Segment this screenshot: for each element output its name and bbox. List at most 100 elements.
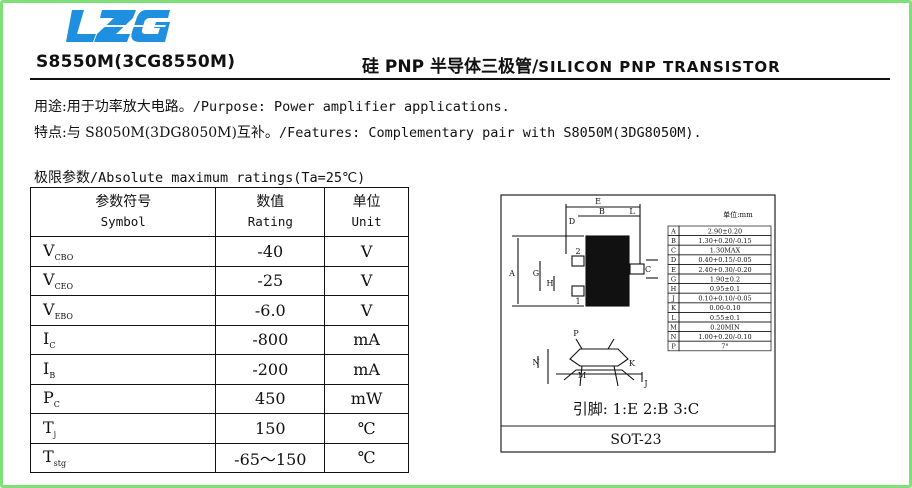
unit-label: 单位:mm	[723, 210, 753, 219]
dim-value: 1.30MAX	[710, 247, 741, 255]
dim-value: 0.40+0.15/-0.05	[698, 256, 751, 264]
features-label: 特点:与 S8050M(3DG8050M)互补。	[34, 125, 279, 141]
value-cell: -6.0	[215, 295, 326, 326]
features-line: 特点:与 S8050M(3DG8050M)互补。/Features: Compl…	[34, 122, 702, 142]
dim-label: K	[629, 359, 636, 368]
value-cell: 450	[215, 383, 326, 414]
symbol-cell: VCBO	[29, 236, 217, 267]
package-frame	[500, 194, 776, 453]
dim-key: H	[671, 285, 677, 293]
dim-value: 1.30+0.20/-0.15	[698, 237, 751, 245]
ratings-caption-en: /Absolute maximum ratings(Ta=25℃)	[90, 170, 366, 186]
unit-cell: mA	[324, 354, 409, 385]
dim-label: C	[645, 265, 651, 274]
ratings-caption-cn: 极限参数	[34, 170, 90, 186]
title-cn: 硅 PNP 半导体三极管/	[362, 57, 539, 77]
header-symbol-en: Symbol	[100, 214, 146, 229]
dim-value: 1.00+0.20/-0.10	[698, 333, 751, 341]
unit-cell: ℃	[324, 413, 409, 444]
header-unit-en: Unit	[351, 214, 382, 229]
ratings-header-row: 参数符号 Symbol 数值 Rating 单位 Unit	[29, 187, 409, 237]
pin-label: 2	[575, 247, 580, 256]
symbol-cell: Tstg	[29, 442, 217, 473]
dim-value: 0.00-0.10	[709, 304, 740, 312]
header-rating-en: Rating	[247, 214, 293, 229]
value-cell: -65～150	[215, 442, 326, 473]
header-symbol-cn: 参数符号	[95, 194, 152, 210]
dim-value: 2.40+0.30/-0.20	[698, 266, 751, 274]
symbol-cell: IC	[29, 324, 217, 355]
dim-key: C	[671, 247, 676, 255]
pin-label: 3	[621, 263, 626, 272]
dim-key: B	[671, 237, 676, 245]
purpose-line: 用途:用于功率放大电路。/Purpose: Power amplifier ap…	[34, 96, 510, 116]
features-text: /Features: Complementary pair with S8050…	[278, 125, 702, 141]
header-symbol: 参数符号 Symbol	[29, 187, 217, 237]
symbol-cell: Tj	[29, 413, 217, 444]
title-rule	[30, 78, 890, 80]
unit-cell: V	[324, 295, 409, 326]
dim-value: 0.20MIN	[710, 323, 740, 331]
symbol-cell: PC	[29, 383, 217, 414]
value-cell: -25	[215, 265, 326, 296]
ratings-caption: 极限参数/Absolute maximum ratings(Ta=25℃)	[34, 167, 365, 187]
dim-key: N	[671, 333, 677, 341]
dim-key: L	[671, 314, 676, 322]
dim-key: M	[670, 323, 677, 331]
value-cell: 150	[215, 413, 326, 444]
unit-cell: ℃	[324, 442, 409, 473]
company-logo	[66, 10, 170, 42]
table-row: Tstg-65～150℃	[29, 442, 409, 473]
value-cell: -40	[215, 236, 326, 267]
unit-cell: V	[324, 236, 409, 267]
dim-key: G	[671, 275, 676, 283]
header-rating-cn: 数值	[256, 194, 285, 210]
purpose-label: 用途:用于功率放大电路。	[34, 99, 193, 115]
dim-row-value-cell	[678, 340, 772, 352]
header-unit-cn: 单位	[352, 194, 381, 210]
dim-label: G	[533, 269, 539, 278]
unit-cell: V	[324, 265, 409, 296]
symbol-cell: VEBO	[29, 295, 217, 326]
dim-value: 2.90±0.20	[708, 227, 742, 235]
value-cell: -200	[215, 354, 326, 385]
title-en: SILICON PNP TRANSISTOR	[538, 58, 781, 76]
package-name: SOT-23	[610, 432, 661, 448]
dim-label: L	[629, 207, 635, 216]
dim-key: A	[670, 227, 676, 235]
dim-value: 7°	[721, 343, 728, 351]
dim-value: 0.55±0.1	[710, 314, 740, 322]
dim-label: A	[508, 269, 515, 278]
dim-value: 0.95±0.1	[710, 285, 740, 293]
header-rating: 数值 Rating	[215, 187, 326, 237]
document-title: 硅 PNP 半导体三极管/SILICON PNP TRANSISTOR	[362, 52, 781, 77]
dim-key: K	[671, 304, 676, 312]
package-body	[585, 235, 630, 307]
part-number: S8550M(3CG8550M)	[36, 52, 236, 72]
dim-label: P	[573, 329, 579, 338]
dim-key: J	[671, 295, 675, 303]
dim-key: D	[671, 256, 676, 264]
dim-label: H	[547, 279, 554, 288]
dim-label: N	[533, 358, 540, 367]
dim-value: 0.10+0.10/-0.05	[698, 295, 751, 303]
header-unit: 单位 Unit	[324, 187, 409, 237]
dim-label: B	[599, 207, 605, 216]
purpose-text: /Purpose: Power amplifier applications.	[192, 99, 510, 115]
dim-key: E	[671, 266, 676, 274]
unit-cell: mA	[324, 324, 409, 355]
symbol-cell: VCEO	[29, 265, 217, 296]
dim-label: J	[643, 379, 647, 388]
dim-label: E	[595, 197, 601, 206]
symbol-cell: IB	[29, 354, 217, 385]
